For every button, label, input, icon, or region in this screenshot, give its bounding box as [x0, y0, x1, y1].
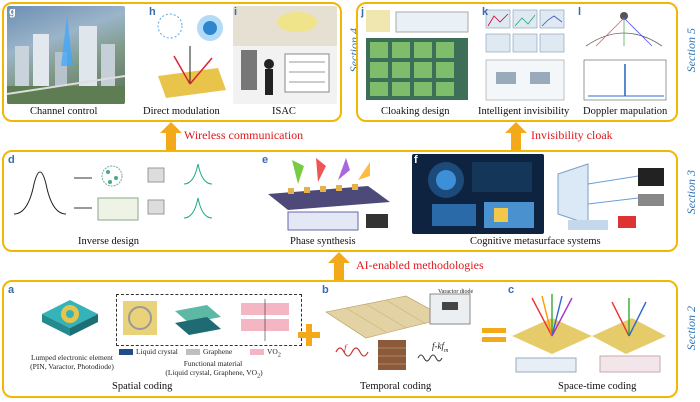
label-wireless-communication: Wireless communication	[184, 128, 304, 142]
plus-icon	[298, 324, 320, 346]
caption-spatial-coding: Spatial coding	[112, 381, 173, 392]
caption-phase-synthesis: Phase synthesis	[290, 236, 356, 247]
caption-channel-control: Channel control	[30, 106, 98, 117]
fk-subscript: m	[444, 347, 449, 354]
panel-letter-l: l	[578, 6, 582, 18]
intelligent-invisibility-image	[482, 6, 568, 104]
label-ai-methodologies: AI-enabled methodologies	[356, 258, 484, 272]
legend-graphene: Graphene	[203, 347, 233, 356]
panel-letter-f: f	[414, 154, 418, 166]
varactor-label: Varactor diode	[438, 289, 474, 295]
panel-letter-b: b	[322, 284, 329, 296]
panel-letter-h: h	[149, 6, 156, 18]
label-invisibility-cloak: Invisibility cloak	[531, 128, 613, 142]
cloaking-illustration	[366, 10, 469, 100]
modulation-diagram	[157, 13, 226, 98]
lumped-label-2: (PIN, Varactor, Photodiode)	[30, 362, 114, 371]
caption-isac: ISAC	[272, 106, 296, 117]
panel-letter-k: k	[482, 6, 489, 18]
temporal-coding-diagram	[325, 293, 471, 370]
phase-synthesis-image	[258, 154, 400, 234]
city-illustration	[7, 16, 125, 104]
cognitive-image	[412, 154, 544, 234]
panel-letter-g: g	[9, 6, 16, 18]
caption-intelligent-invisibility: Intelligent invisibility	[478, 106, 570, 117]
legend-vo2-subscript: 2	[277, 352, 281, 359]
lumped-label-1: Lumped electronic element	[30, 353, 114, 362]
section5-label: Section 5	[684, 28, 698, 73]
functional-material-diagram	[123, 299, 289, 341]
legend-liquid-crystal-swatch	[119, 349, 133, 355]
doppler-image	[576, 6, 672, 104]
fk-label: f-kfm	[432, 341, 449, 354]
temporal-coding-image	[322, 288, 478, 376]
lumped-element-image	[36, 288, 102, 340]
caption-inverse-design: Inverse design	[78, 236, 139, 247]
channel-control-image	[7, 6, 125, 104]
unit-cell-illustration	[42, 300, 98, 336]
legend-liquid-crystal: Liquid crystal	[136, 347, 178, 356]
functional-label-1: Functional material	[183, 359, 243, 368]
panel-letter-e: e	[262, 154, 269, 166]
panel-letter-a: a	[8, 284, 15, 296]
invisibility-illustration	[485, 9, 565, 101]
cognitive-system-image	[548, 154, 670, 234]
arrow-up-wireless	[160, 122, 182, 150]
functional-vo2-subscript: 2	[257, 373, 261, 380]
caption-cognitive: Cognitive metasurface systems	[470, 236, 601, 247]
arrow-up-ai	[328, 252, 350, 280]
panel-letter-i: i	[234, 6, 238, 18]
cognitive-illustration	[428, 162, 534, 228]
space-time-coding-image	[508, 288, 670, 376]
cloaking-design-image	[362, 6, 474, 104]
doppler-illustration	[583, 12, 667, 101]
panel-letter-j: j	[361, 6, 365, 18]
arrow-up-cloak	[505, 122, 527, 150]
space-time-diagram	[512, 294, 666, 373]
functional-material-box	[116, 294, 302, 346]
isac-image	[233, 6, 337, 104]
legend-graphene-swatch	[186, 349, 200, 355]
legend-vo2-swatch	[250, 349, 264, 355]
caption-doppler: Doppler mapulation	[583, 106, 668, 117]
isac-illustration	[233, 6, 337, 95]
inverse-design-diagram	[13, 163, 213, 221]
panel-letter-d: d	[8, 154, 15, 166]
caption-cloaking-design: Cloaking design	[381, 106, 450, 117]
legend-vo2: VO2	[267, 347, 281, 359]
direct-modulation-image	[148, 6, 230, 104]
panel-letter-c: c	[508, 284, 515, 296]
section2-label: Section 2	[684, 306, 698, 351]
f-label: f	[344, 343, 347, 353]
inverse-design-image	[8, 154, 228, 234]
functional-label-2: (Liquid crystal, Graphene, VO2)	[165, 368, 263, 380]
caption-temporal-coding: Temporal coding	[360, 381, 432, 392]
cognitive-system-diagram	[557, 163, 664, 230]
caption-space-time-coding: Space-time coding	[558, 381, 637, 392]
phase-synthesis-diagram	[268, 158, 390, 231]
section3-label: Section 3	[684, 170, 698, 215]
equals-icon	[482, 328, 506, 342]
caption-direct-modulation: Direct modulation	[143, 106, 220, 117]
